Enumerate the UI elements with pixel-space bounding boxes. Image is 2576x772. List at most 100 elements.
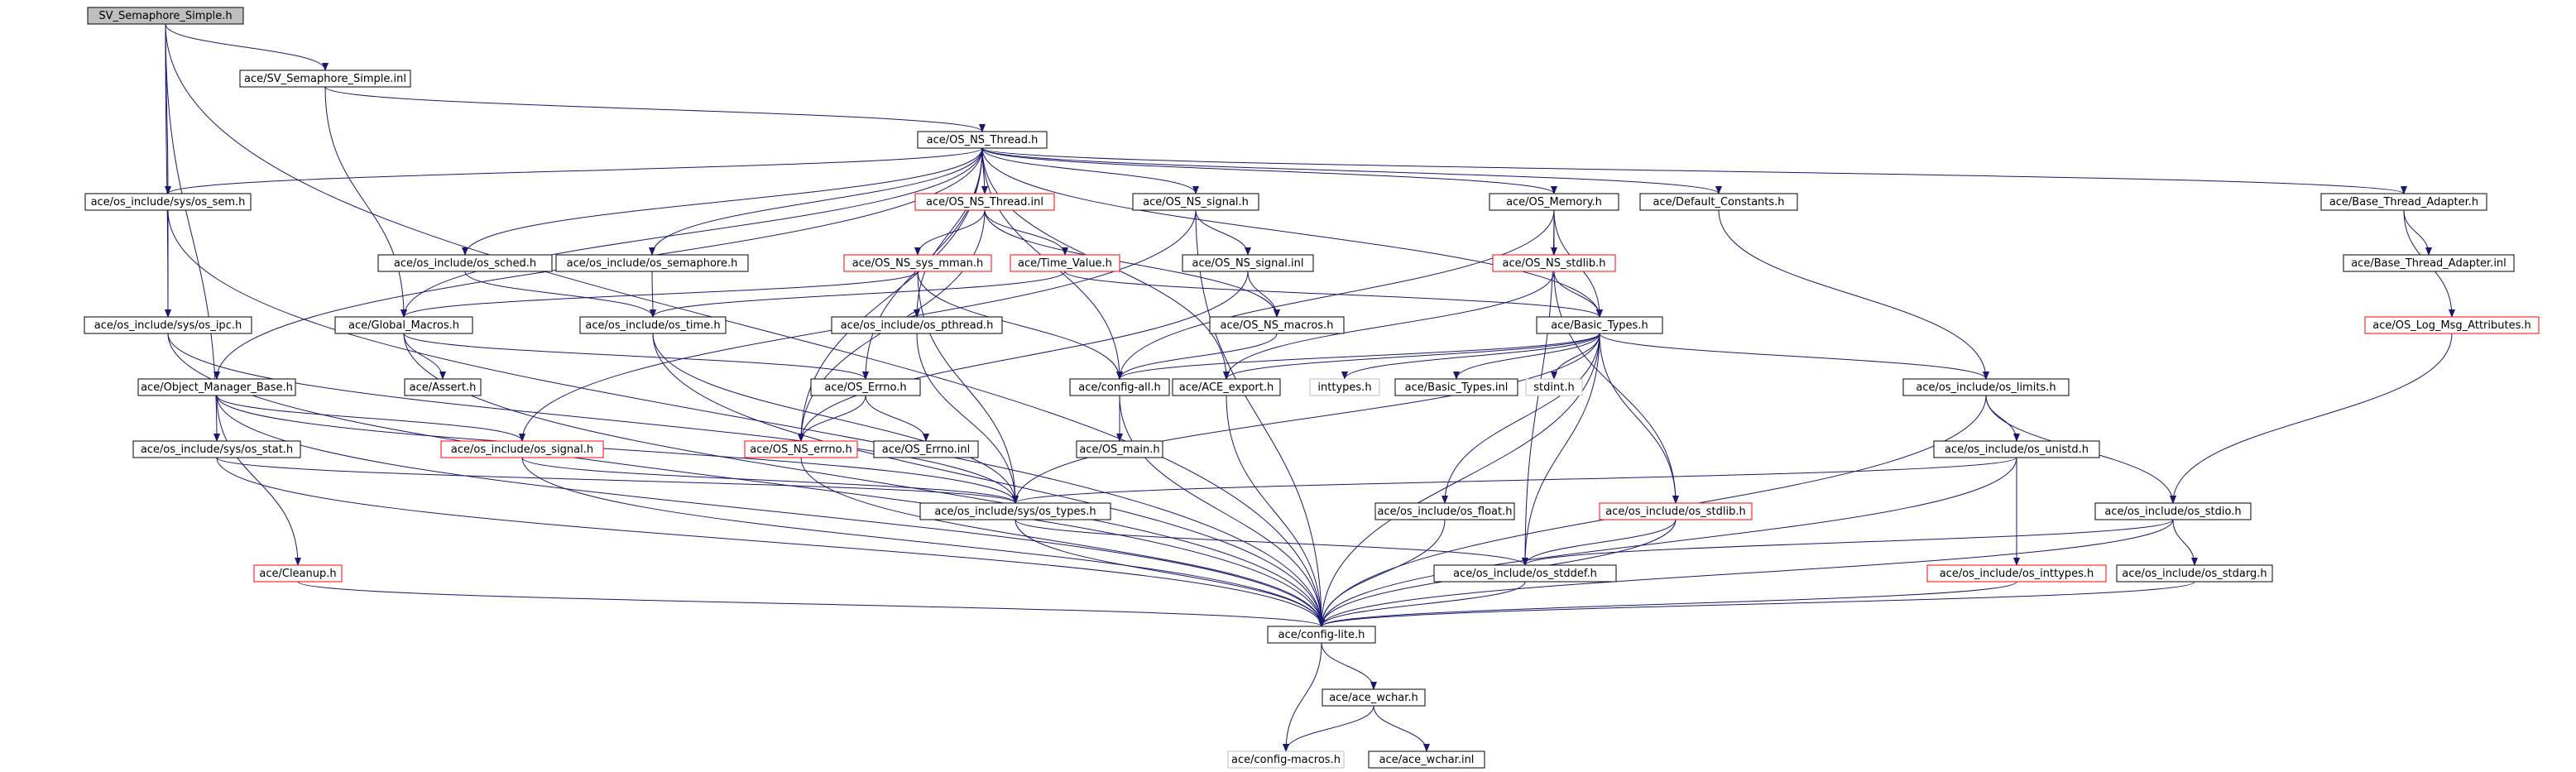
node-configlite[interactable]: ace/config-lite.h bbox=[1267, 626, 1376, 644]
node-osmacros[interactable]: ace/OS_NS_macros.h bbox=[1209, 316, 1345, 334]
node-acewchar[interactable]: ace/ace_wchar.h bbox=[1322, 688, 1426, 707]
node-osinttypes[interactable]: ace/os_include/os_inttypes.h bbox=[1926, 564, 2107, 583]
node-sv_inl[interactable]: ace/SV_Semaphore_Simple.inl bbox=[239, 70, 411, 88]
node-sched[interactable]: ace/os_include/os_sched.h bbox=[377, 254, 553, 272]
node-unistd[interactable]: ace/os_include/os_unistd.h bbox=[1933, 440, 2100, 458]
node-bta_inl[interactable]: ace/Base_Thread_Adapter.inl bbox=[2343, 254, 2515, 272]
node-basictypes[interactable]: ace/Basic_Types.h bbox=[1536, 316, 1663, 334]
node-stddef[interactable]: ace/os_include/os_stddef.h bbox=[1433, 564, 1617, 583]
node-bta[interactable]: ace/Base_Thread_Adapter.h bbox=[2320, 193, 2487, 211]
node-label: ace/config-lite.h bbox=[1278, 629, 1365, 641]
node-errno_inl[interactable]: ace/OS_Errno.inl bbox=[873, 440, 979, 458]
node-basic_inl[interactable]: ace/Basic_Types.inl bbox=[1394, 378, 1518, 396]
edge-limits-to-unistd bbox=[1985, 395, 2020, 442]
node-label: ace/os_include/sys/os_ipc.h bbox=[94, 319, 242, 332]
edge-basictypes-to-inttypes bbox=[1341, 333, 1600, 380]
node-os_stat[interactable]: ace/os_include/sys/os_stat.h bbox=[132, 440, 301, 458]
node-os_sem[interactable]: ace/os_include/sys/os_sem.h bbox=[84, 193, 252, 211]
edge-timevalue-to-os_time bbox=[650, 271, 1066, 318]
node-box bbox=[1492, 254, 1616, 272]
node-thread_inl[interactable]: ace/OS_NS_Thread.inl bbox=[914, 193, 1055, 211]
node-box bbox=[2116, 564, 2273, 583]
node-box bbox=[579, 316, 727, 334]
node-os_signal[interactable]: ace/os_include/os_signal.h bbox=[440, 440, 604, 458]
edge-globalmacros-to-configlite bbox=[403, 333, 1325, 627]
node-osfloat[interactable]: ace/os_include/os_float.h bbox=[1374, 502, 1515, 520]
node-box bbox=[334, 316, 473, 334]
node-label: ace/os_include/os_pthread.h bbox=[841, 319, 994, 332]
node-box bbox=[377, 254, 553, 272]
node-label: ace/OS_Errno.inl bbox=[882, 444, 970, 456]
node-os_time[interactable]: ace/os_include/os_time.h bbox=[579, 316, 727, 334]
node-limits[interactable]: ace/os_include/os_limits.h bbox=[1902, 378, 2070, 396]
node-signal_h[interactable]: ace/OS_NS_signal.h bbox=[1132, 193, 1259, 211]
node-box bbox=[919, 502, 1111, 520]
node-box bbox=[2094, 502, 2252, 520]
node-label: ace/OS_NS_stdlib.h bbox=[1503, 257, 1606, 270]
node-box bbox=[1076, 440, 1163, 458]
node-memory[interactable]: ace/OS_Memory.h bbox=[1489, 193, 1619, 211]
node-root[interactable]: SV_Semaphore_Simple.h bbox=[87, 7, 244, 25]
node-label: ace/os_include/os_signal.h bbox=[451, 444, 593, 456]
node-stdlib_ns[interactable]: ace/OS_NS_stdlib.h bbox=[1492, 254, 1616, 272]
node-osstdio[interactable]: ace/os_include/os_stdio.h bbox=[2094, 502, 2252, 520]
node-osmain[interactable]: ace/OS_main.h bbox=[1076, 440, 1163, 458]
edge-sched-to-os_time bbox=[464, 271, 656, 318]
node-thread_h[interactable]: ace/OS_NS_Thread.h bbox=[917, 131, 1048, 149]
node-box bbox=[843, 254, 992, 272]
edge-errno_h-to-errno_inl bbox=[865, 395, 929, 442]
edge-osfloat-to-configlite bbox=[1318, 519, 1446, 627]
node-cleanup[interactable]: ace/Cleanup.h bbox=[253, 564, 343, 583]
edge-unistd-to-systypes bbox=[1012, 457, 2017, 504]
node-label: ace/OS_NS_sys_mman.h bbox=[852, 257, 984, 270]
node-label: ace/Default_Constants.h bbox=[1653, 196, 1784, 209]
edge-stdlib_ns-to-osstdlib bbox=[1553, 271, 1679, 504]
node-errno_h[interactable]: ace/OS_Errno.h bbox=[810, 378, 921, 396]
node-os_ipc[interactable]: ace/os_include/sys/os_ipc.h bbox=[84, 316, 252, 334]
node-systypes[interactable]: ace/os_include/sys/os_types.h bbox=[919, 502, 1111, 520]
node-box bbox=[873, 440, 979, 458]
node-stdint[interactable]: stdint.h bbox=[1525, 378, 1583, 396]
node-sysmman[interactable]: ace/OS_NS_sys_mman.h bbox=[843, 254, 992, 272]
edge-os_ipc-to-configlite bbox=[167, 333, 1325, 627]
node-inttypes[interactable]: inttypes.h bbox=[1309, 378, 1380, 396]
edge-configlite-to-configmacros bbox=[1283, 642, 1322, 752]
node-assert[interactable]: ace/Assert.h bbox=[404, 378, 482, 396]
node-label: ace/ace_wchar.inl bbox=[1379, 754, 1475, 766]
edge-basictypes-to-osstdlib bbox=[1599, 333, 1679, 504]
node-logmsg[interactable]: ace/OS_Log_Msg_Attributes.h bbox=[2364, 316, 2540, 334]
edge-basictypes-to-aceexport bbox=[1223, 333, 1600, 380]
node-acewchar_inl[interactable]: ace/ace_wchar.inl bbox=[1368, 750, 1485, 769]
edge-basictypes-to-systypes bbox=[1012, 333, 1600, 504]
node-box bbox=[1182, 254, 1314, 272]
node-semaphore[interactable]: ace/os_include/os_semaphore.h bbox=[555, 254, 749, 272]
node-box bbox=[917, 131, 1048, 149]
node-osstdlib[interactable]: ace/os_include/os_stdlib.h bbox=[1599, 502, 1753, 520]
node-box bbox=[1132, 193, 1259, 211]
node-label: ace/os_include/sys/os_stat.h bbox=[141, 444, 293, 456]
edge-thread_inl-to-timevalue bbox=[984, 209, 1068, 256]
edge-sysmman-to-globalmacros bbox=[401, 271, 919, 318]
node-label: ace/os_include/os_unistd.h bbox=[1945, 444, 2089, 456]
edge-osstdio-to-stddef bbox=[1522, 519, 2174, 566]
node-timevalue[interactable]: ace/Time_Value.h bbox=[1010, 254, 1120, 272]
node-label: ace/OS_NS_Thread.h bbox=[927, 134, 1039, 146]
node-configall[interactable]: ace/config-all.h bbox=[1069, 378, 1170, 396]
edge-osstdio-to-stdarg bbox=[2172, 519, 2198, 566]
node-label: ace/OS_Log_Msg_Attributes.h bbox=[2372, 319, 2530, 332]
node-signal_inl[interactable]: ace/OS_NS_signal.inl bbox=[1182, 254, 1314, 272]
node-aceexport[interactable]: ace/ACE_export.h bbox=[1172, 378, 1281, 396]
node-label: ace/Basic_Types.h bbox=[1551, 319, 1648, 332]
node-box bbox=[744, 440, 858, 458]
node-label: inttypes.h bbox=[1317, 381, 1371, 394]
node-configmacros[interactable]: ace/config-macros.h bbox=[1227, 750, 1345, 769]
node-nserrno[interactable]: ace/OS_NS_errno.h bbox=[744, 440, 858, 458]
node-defconst[interactable]: ace/Default_Constants.h bbox=[1639, 193, 1798, 211]
edge-stdlib_ns-to-basictypes bbox=[1553, 271, 1603, 318]
node-box bbox=[87, 7, 244, 25]
node-omb[interactable]: ace/Object_Manager_Base.h bbox=[137, 378, 296, 396]
node-pthread[interactable]: ace/os_include/os_pthread.h bbox=[831, 316, 1003, 334]
node-stdarg[interactable]: ace/os_include/os_stdarg.h bbox=[2116, 564, 2273, 583]
node-globalmacros[interactable]: ace/Global_Macros.h bbox=[334, 316, 473, 334]
edge-configlite-to-acewchar bbox=[1321, 642, 1377, 690]
